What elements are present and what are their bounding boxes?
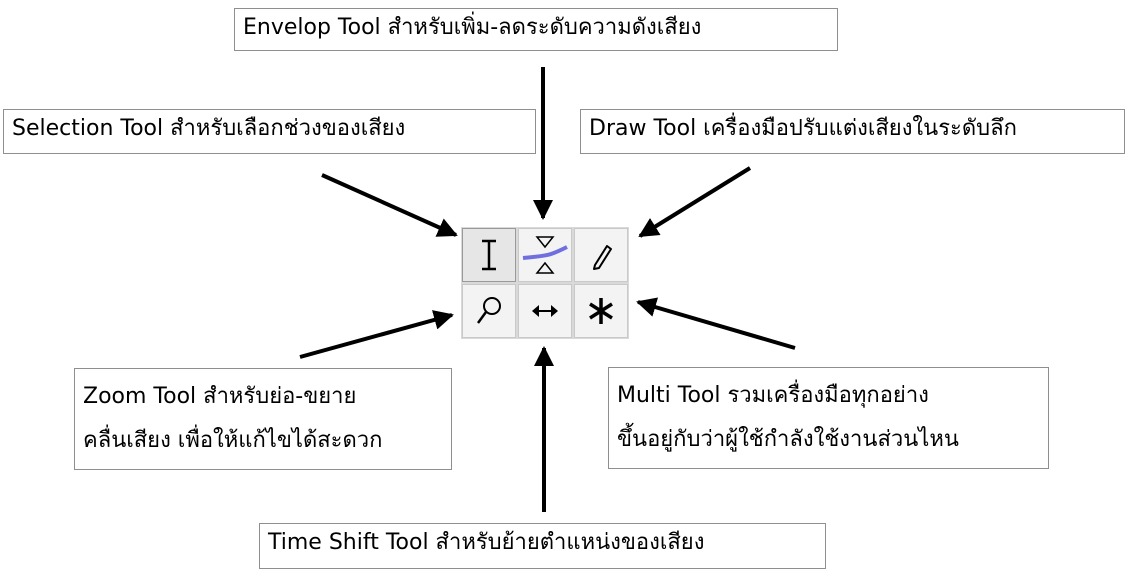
multi-tool-text-line1: Multi Tool รวมเครื่องมือทุกอย่าง [617,383,929,408]
arrow-draw [638,166,752,238]
arrow-multi [636,297,796,350]
i-beam-icon [482,239,496,271]
audacity-tools-toolbar [461,227,629,339]
double-arrow-icon [532,305,558,317]
magnifier-icon [476,297,501,324]
draw-tool-label: Draw Tool เครื่องมือปรับแต่งเสียงในระดับ… [580,109,1125,154]
multi-tool-button[interactable] [574,284,628,338]
zoom-tool-button[interactable] [462,284,516,338]
zoom-tool-label: Zoom Tool สำหรับย่อ-ขยาย คลื่นเสียง เพื่… [74,368,452,470]
draw-tool-button[interactable] [574,228,628,282]
selection-tool-text: Selection Tool สำหรับเลือกช่วงของเสียง [12,116,406,141]
arrow-selection [321,173,458,237]
selection-tool-label: Selection Tool สำหรับเลือกช่วงของเสียง [3,109,536,154]
time-shift-tool-text: Time Shift Tool สำหรับย้ายตำแหน่งของเสีย… [268,530,705,555]
multi-tool-text-line2: ขึ้นอยู่กับว่าผู้ใช้กำลังใช้งานส่วนไหน [617,427,959,452]
arrow-zoom [299,310,454,359]
zoom-tool-text-line2: คลื่นเสียง เพื่อให้แก้ไขได้สะดวก [83,428,383,453]
envelope-icon [522,236,568,274]
multi-tool-label: Multi Tool รวมเครื่องมือทุกอย่าง ขึ้นอยู… [608,367,1049,469]
zoom-tool-text-line1: Zoom Tool สำหรับย่อ-ขยาย [83,384,357,409]
draw-tool-text: Draw Tool เครื่องมือปรับแต่งเสียงในระดับ… [589,116,1017,141]
asterisk-icon [589,298,613,324]
time-shift-tool-button[interactable] [518,284,572,338]
envelope-tool-text: Envelop Tool สำหรับเพิ่ม-ลดระดับความดังเ… [243,15,702,40]
envelope-tool-label: Envelop Tool สำหรับเพิ่ม-ลดระดับความดังเ… [234,8,838,51]
pencil-icon [593,245,612,270]
time-shift-tool-label: Time Shift Tool สำหรับย้ายตำแหน่งของเสีย… [259,523,826,569]
selection-tool-button[interactable] [462,228,516,282]
envelope-tool-button[interactable] [518,228,572,282]
